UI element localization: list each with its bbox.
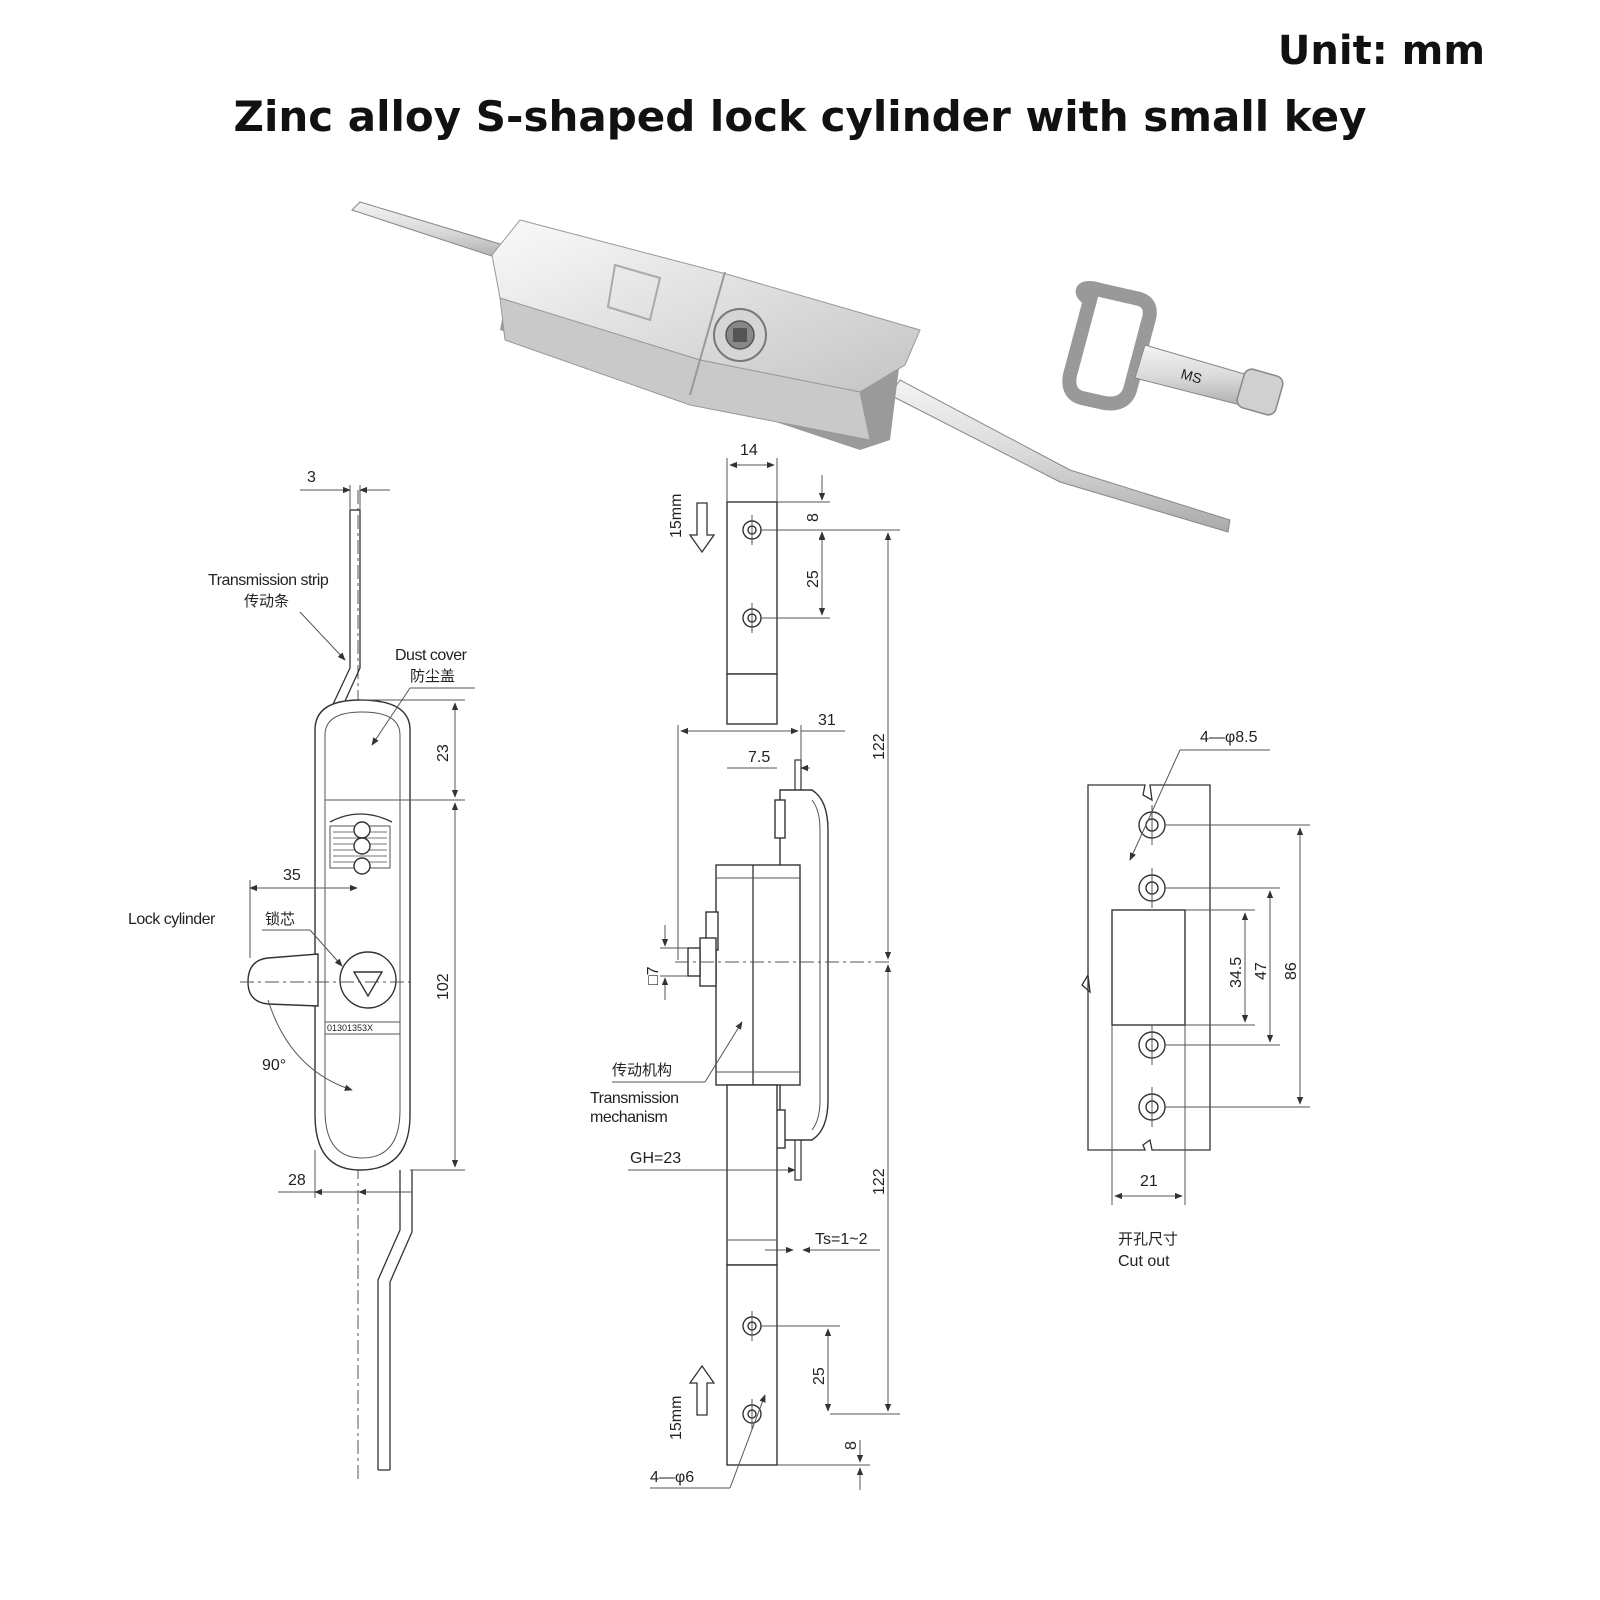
label-cutout-cn: 开孔尺寸	[1118, 1230, 1178, 1248]
lock-lever	[247, 953, 319, 1007]
dim-front-holes: 4—φ6	[650, 1469, 694, 1486]
dust-cover	[329, 813, 393, 823]
dim-top-hole-spacing: 25	[805, 570, 822, 588]
dim-lower-length: 122	[871, 1168, 888, 1195]
dim-gh: GH=23	[630, 1150, 681, 1167]
arrow-up-icon	[688, 1364, 716, 1416]
label-transmission-strip-cn: 传动条	[244, 592, 289, 610]
transmission-mechanism	[715, 864, 801, 1086]
dim-inner-spacing: 47	[1253, 962, 1270, 980]
label-lock-cylinder-en: Lock cylinder	[128, 911, 216, 928]
dim-slot-width: 21	[1140, 1173, 1158, 1190]
label-mechanism-en-1: Transmission	[590, 1090, 679, 1107]
label-mechanism-en-2: mechanism	[590, 1109, 667, 1126]
lock-body-side	[314, 699, 411, 1171]
label-dust-cover-cn: 防尘盖	[410, 667, 455, 685]
dim-bottom-hole-offset: 8	[843, 1441, 860, 1450]
dim-body-depth: 31	[818, 712, 836, 729]
rotation-angle: 90°	[262, 1057, 286, 1074]
cutout-slot	[1111, 909, 1186, 1026]
diagram-title: Zinc alloy S-shaped lock cylinder with s…	[233, 92, 1367, 141]
lock-body-photo	[351, 201, 1231, 533]
triangle-mark-icon	[352, 971, 384, 998]
cutout-view: 4—φ8.5 34.5 47 86 21 开孔尺寸 Cut out	[1081, 729, 1310, 1270]
transmission-strip-lower	[377, 1170, 401, 1470]
dim-upper-length: 122	[871, 733, 888, 760]
dim-cover-height: 23	[435, 744, 452, 762]
side-view: 01301353X 3 Transmission strip 传动条 Dust …	[128, 469, 475, 1480]
rotation-arc	[267, 999, 353, 1091]
dim-square-drive: □7	[645, 966, 662, 985]
front-view: 14 15mm 8 25 122 31 7.5 □7	[590, 442, 900, 1490]
travel-bottom: 15mm	[668, 1396, 685, 1440]
dim-body-height: 102	[435, 973, 452, 1000]
product-photo: MS	[351, 201, 1284, 533]
dim-body-width: 28	[288, 1172, 306, 1189]
transmission-strip-upper	[327, 510, 351, 716]
label-cutout-en: Cut out	[1118, 1253, 1170, 1270]
cutout-panel	[1081, 784, 1211, 1151]
key-photo: MS	[1062, 281, 1284, 416]
arrow-down-icon	[688, 502, 716, 554]
key-marking: MS	[1179, 366, 1204, 387]
dim-outer-spacing: 86	[1283, 962, 1300, 980]
dim-top-hole-offset: 8	[805, 513, 822, 522]
dim-cutout-holes: 4—φ8.5	[1200, 729, 1258, 746]
lock-cylinder-face	[339, 951, 397, 1009]
dim-slot-height: 34.5	[1228, 957, 1245, 988]
label-mechanism-cn: 传动机构	[612, 1061, 672, 1079]
travel-top: 15mm	[668, 494, 685, 538]
dim-ts: Ts=1~2	[815, 1231, 868, 1248]
dim-strip-thickness: 3	[307, 469, 316, 486]
serial-text: 01301353X	[327, 1023, 373, 1033]
lower-strip	[726, 1084, 778, 1266]
dim-cylinder-offset: 35	[283, 867, 301, 884]
dim-offset: 7.5	[748, 749, 770, 766]
unit-label: Unit: mm	[1277, 28, 1485, 74]
label-dust-cover-en: Dust cover	[395, 647, 468, 664]
dim-strip-width: 14	[740, 442, 758, 459]
dim-bottom-hole-spacing: 25	[811, 1367, 828, 1385]
label-transmission-strip-en: Transmission strip	[208, 572, 329, 589]
label-lock-cylinder-cn: 锁芯	[265, 910, 295, 928]
